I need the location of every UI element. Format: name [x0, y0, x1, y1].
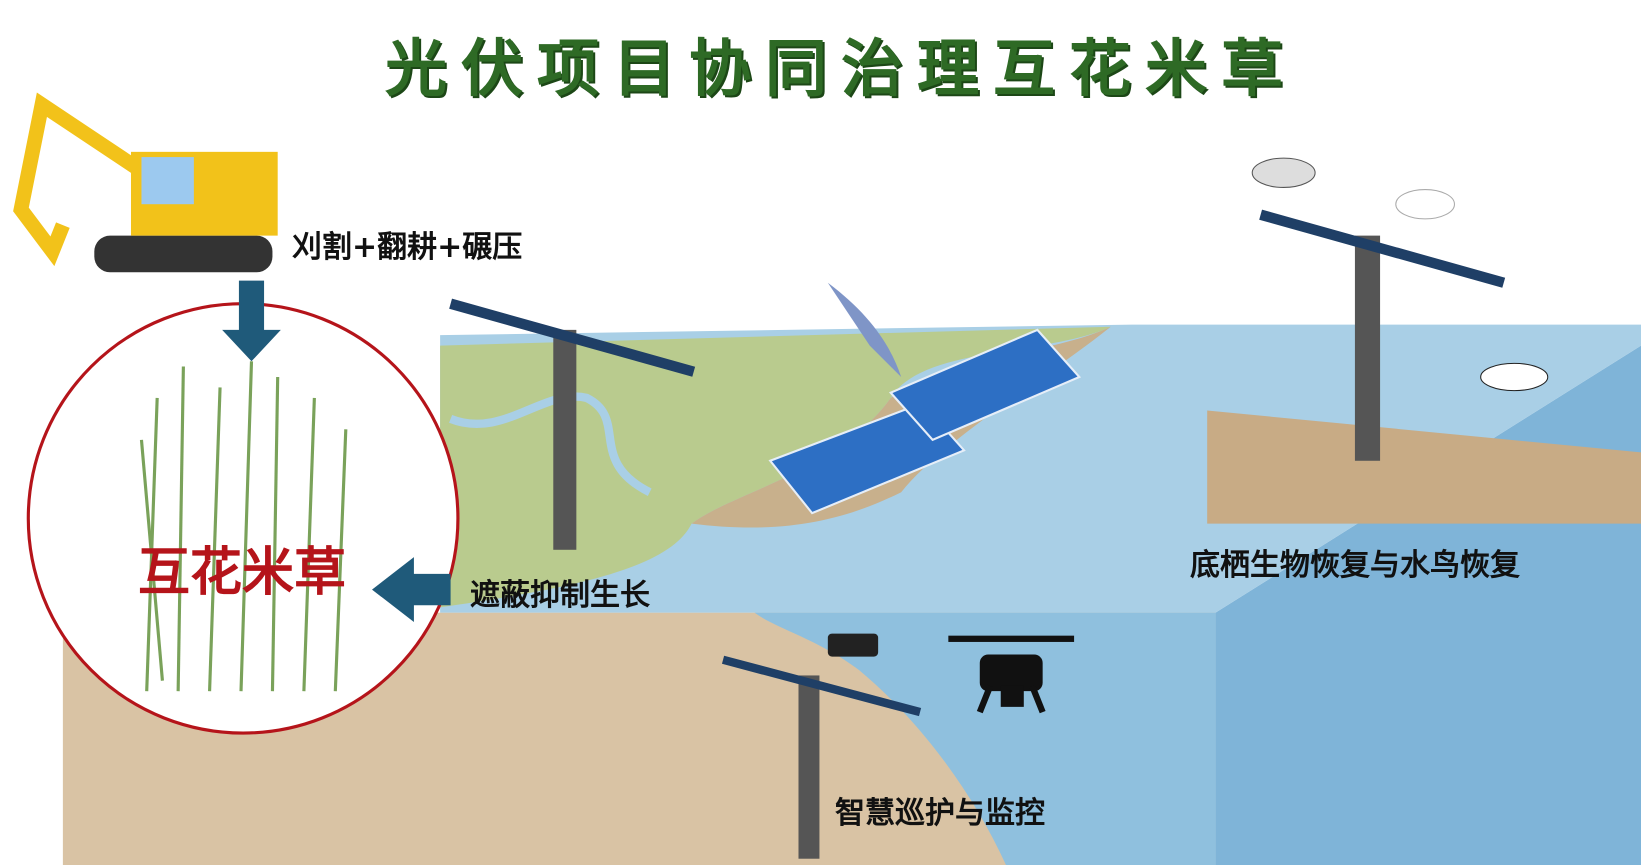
floating-panels — [768, 328, 1082, 515]
solar-mount-3 — [721, 633, 922, 859]
drone-icon — [948, 635, 1075, 714]
mud-bank — [1207, 410, 1641, 524]
solar-mount-2 — [1259, 209, 1506, 461]
label-spartina: 互花米草 — [138, 543, 347, 603]
arrow-left — [372, 557, 451, 623]
water-front-face — [754, 612, 1216, 865]
camera-icon — [827, 633, 879, 657]
tidal-creek — [449, 392, 652, 496]
arrow-down — [222, 280, 281, 362]
spartina-grass — [139, 361, 348, 692]
label-patrol: 智慧巡护与监控 — [835, 796, 1045, 831]
label-recovery: 底栖生物恢复与水鸟恢复 — [1190, 548, 1520, 583]
label-mowing: 刈割+翻耕+碾压 — [292, 230, 523, 265]
solar-mount-1 — [449, 298, 696, 550]
page-title: 光伏项目协同治理互花米草 — [385, 32, 1298, 105]
bird-icons — [827, 157, 1549, 392]
label-shading: 遮蔽抑制生长 — [470, 578, 650, 613]
excavator-icon — [13, 92, 278, 273]
